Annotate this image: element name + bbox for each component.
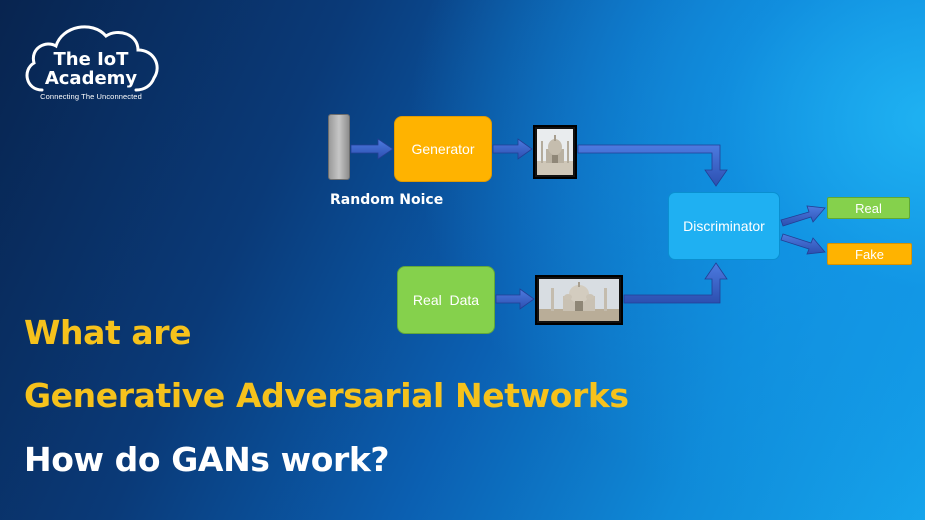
discriminator-box: Discriminator: [668, 192, 780, 260]
random-noise-label: Random Noice: [330, 192, 444, 208]
generated-monument-image: [537, 129, 573, 175]
headline-line2: Generative Adversarial Networks: [24, 376, 629, 415]
random-noise-bar: [328, 114, 350, 180]
arrow-image-to-discriminator: [623, 262, 728, 304]
arrow-noise-to-generator: [350, 138, 394, 160]
brand-name-line2: Academy: [44, 68, 138, 89]
arrow-sample-to-discriminator: [577, 144, 728, 187]
real-data-box: Real Data: [397, 266, 495, 334]
cloud-icon: [25, 25, 159, 92]
generator-box: Generator: [394, 116, 492, 182]
brand-logo: The IoT Academy Connecting The Unconnect…: [20, 18, 162, 104]
brand-tagline: Connecting The Unconnected: [40, 92, 142, 101]
real-image-thumbnail: [535, 275, 623, 325]
generated-image-thumbnail: [533, 125, 577, 179]
discriminator-label: Discriminator: [683, 218, 765, 234]
arrow-discriminator-to-fake: [780, 233, 826, 255]
output-real-label: Real: [855, 200, 882, 216]
generator-label: Generator: [411, 141, 475, 157]
arrow-generator-to-sample: [492, 138, 533, 160]
real-data-label: Real Data: [412, 292, 480, 308]
output-real-box: Real: [827, 197, 910, 219]
brand-name-line1: The IoT: [53, 49, 129, 70]
arrow-discriminator-to-real: [780, 205, 826, 227]
output-fake-box: Fake: [827, 243, 912, 265]
output-fake-label: Fake: [855, 246, 884, 262]
headline-line1: What are: [24, 313, 192, 352]
headline-line3: How do GANs work?: [24, 440, 390, 479]
real-monument-image: [539, 279, 619, 321]
arrow-realdata-to-image: [495, 288, 535, 310]
